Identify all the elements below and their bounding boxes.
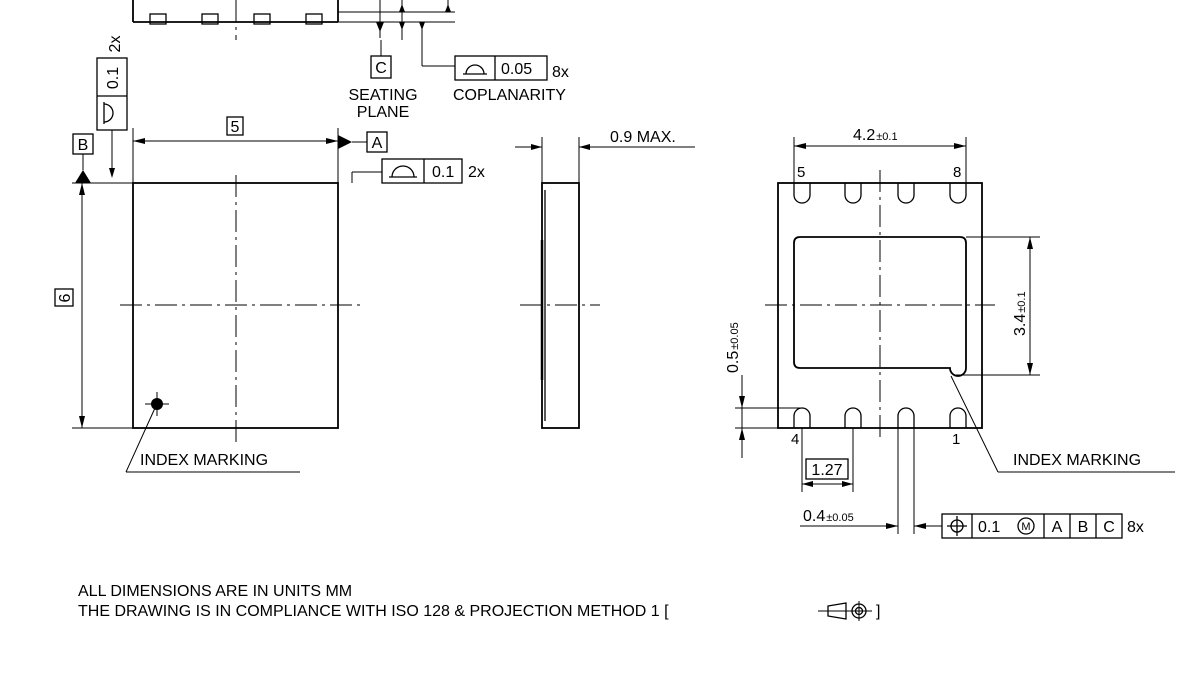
lead	[253, 13, 271, 25]
bottom-view: 5 8 4 1 4.2±0.1 3.4±0.1 0.5±0.05 1.27	[725, 127, 1175, 539]
position-datum-b: B	[1078, 519, 1089, 536]
side-view: 0.9 MAX.	[515, 129, 695, 429]
pad	[897, 407, 915, 428]
width-dim-label: 5	[231, 119, 240, 136]
note-compliance-end: ]	[876, 603, 880, 620]
seating-plane-label-2: PLANE	[357, 104, 409, 121]
height-dim-label: 6	[57, 293, 74, 302]
datum-a-triangle	[338, 135, 352, 149]
position-tol-value: 0.1	[978, 519, 1000, 536]
pad	[793, 183, 811, 204]
note-units: ALL DIMENSIONS ARE IN UNITS MM	[78, 583, 352, 600]
flatness-a-count: 2x	[468, 164, 485, 181]
flatness-a-value: 0.1	[432, 164, 454, 181]
pad	[897, 183, 915, 204]
lead	[305, 13, 323, 25]
pitch-box	[805, 458, 849, 480]
pad	[949, 183, 967, 204]
pin-1-label: 1	[952, 431, 960, 448]
height-dim-label: 3.4±0.1	[1012, 291, 1029, 336]
flatness-frame-horizontal	[381, 158, 463, 184]
pad-width-label: 0.4±0.05	[803, 508, 854, 525]
pad	[844, 407, 862, 428]
pad	[949, 407, 967, 428]
pitch-label: 1.27	[811, 462, 842, 479]
pad	[844, 183, 862, 204]
flatness-value: 0.1	[105, 67, 122, 89]
side-view-top: C SEATING PLANE 0.05 8x COPLANARITY	[132, 0, 569, 121]
mmc-modifier: M	[1021, 521, 1030, 533]
pin-5-label: 5	[797, 164, 805, 181]
lead	[201, 13, 219, 25]
coplanarity-label: COPLANARITY	[453, 87, 566, 104]
position-icon	[947, 516, 967, 536]
pad	[793, 407, 811, 428]
profile-surface-icon	[103, 102, 114, 124]
thickness-label: 0.9 MAX.	[610, 129, 676, 146]
position-tolerance-frame	[941, 513, 1123, 539]
width-dim-box	[226, 116, 244, 136]
profile-surface-icon	[389, 165, 417, 178]
index-marking-label: INDEX MARKING	[140, 452, 268, 469]
pad-length-label: 0.5±0.05	[725, 322, 742, 373]
datum-c-label: C	[375, 60, 387, 77]
coplanarity-count: 8x	[552, 64, 569, 81]
exposed-pad	[793, 236, 967, 377]
coplanarity-frame	[454, 55, 548, 81]
top-view: 0.1 2x B 5 A 0.1 2x	[54, 36, 485, 473]
height-dim-box	[54, 288, 74, 307]
note-compliance: THE DRAWING IS IN COMPLIANCE WITH ISO 12…	[78, 603, 669, 620]
position-count: 8x	[1127, 519, 1144, 536]
seating-plane-label: SEATING	[348, 87, 417, 104]
notes: ALL DIMENSIONS ARE IN UNITS MM THE DRAWI…	[78, 583, 880, 621]
projection-method-icon	[818, 601, 872, 621]
pin-4-label: 4	[791, 431, 799, 448]
flatness-count: 2x	[107, 36, 124, 53]
datum-b-label: B	[78, 137, 89, 154]
datum-a-label: A	[372, 135, 383, 152]
position-datum-c: C	[1103, 519, 1115, 536]
lead	[149, 13, 167, 25]
mmc-circle-icon	[1017, 517, 1035, 535]
datum-a-box	[366, 131, 388, 153]
profile-surface-icon	[463, 64, 487, 75]
coplanarity-value: 0.05	[501, 61, 532, 78]
pin-8-label: 8	[953, 164, 961, 181]
width-dim-label: 4.2±0.1	[853, 127, 898, 144]
position-datum-a: A	[1052, 519, 1063, 536]
datum-b-triangle	[75, 170, 91, 183]
index-marking-label: INDEX MARKING	[1013, 452, 1141, 469]
